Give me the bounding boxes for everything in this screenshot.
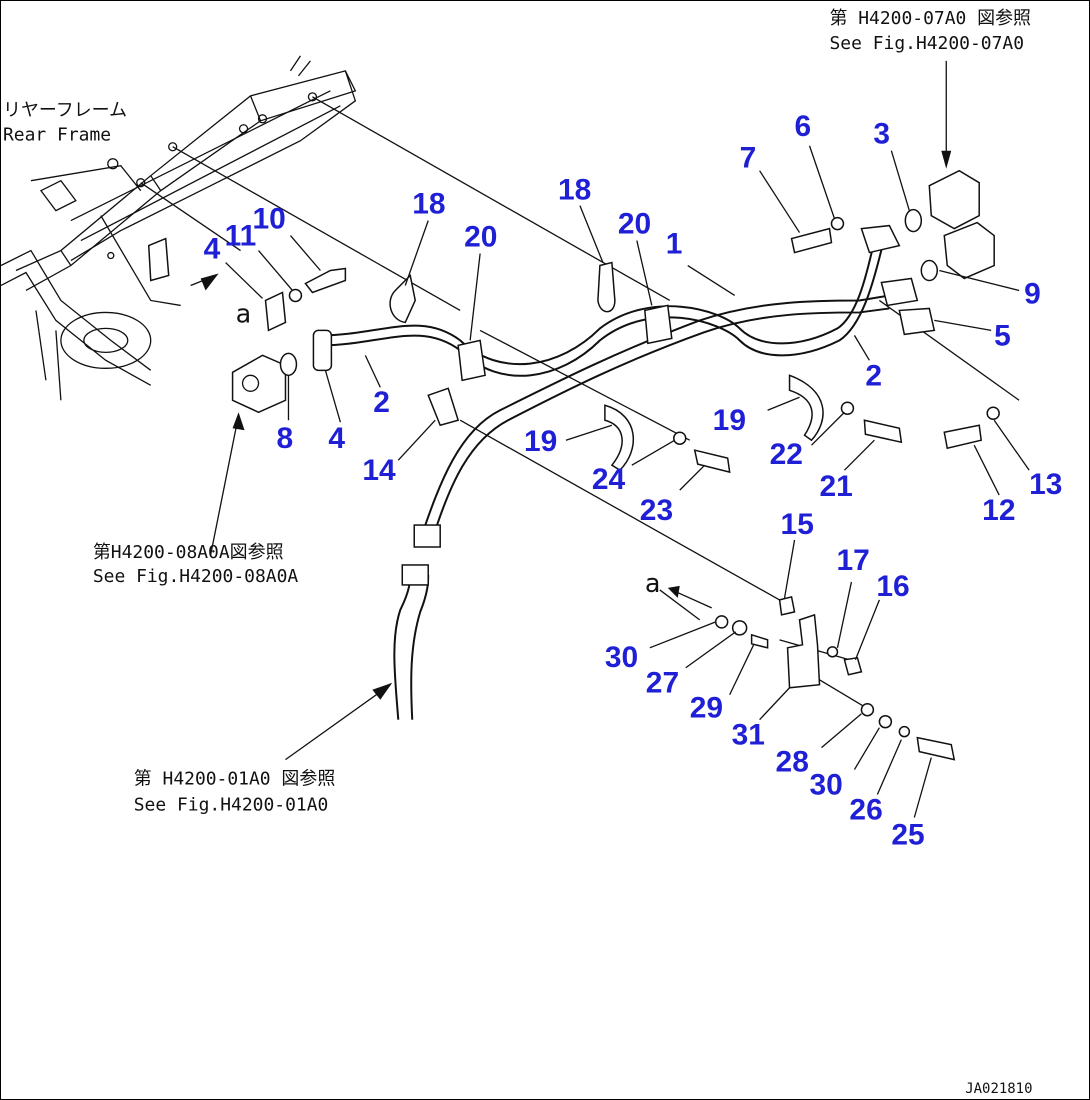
marker-a-left: a	[236, 299, 252, 329]
callout-10: 10	[253, 203, 286, 236]
callout-30: 30	[810, 769, 843, 802]
tube-flange-mid	[880, 277, 919, 307]
washer-24	[673, 431, 687, 445]
callout-30: 30	[605, 641, 638, 674]
callout-21: 21	[819, 470, 852, 503]
split-flange-5	[898, 307, 936, 336]
spacer-27	[731, 620, 748, 636]
ref-bottom-jp: 第 H4200-01A0 図参照	[134, 769, 336, 790]
callout-19: 19	[524, 425, 557, 458]
washer-17	[826, 646, 839, 658]
callout-31: 31	[732, 719, 765, 752]
washer-13	[986, 406, 1000, 420]
split-flange-half	[264, 291, 287, 332]
callout-20: 20	[618, 208, 651, 241]
callout-6: 6	[795, 110, 812, 143]
washer-6	[830, 216, 845, 231]
o-ring-3	[904, 208, 923, 233]
bolt-10	[304, 267, 347, 294]
bolt-7	[790, 227, 833, 254]
callout-29: 29	[690, 692, 723, 725]
callout-4: 4	[204, 233, 221, 266]
callout-5: 5	[994, 319, 1011, 352]
flange-block-top-2	[943, 221, 995, 280]
hose-fitting	[401, 564, 429, 586]
ref-top-right-jp: 第 H4200-07A0 図参照	[829, 8, 1031, 29]
bracket-31	[786, 613, 821, 689]
bracket-4	[147, 237, 170, 282]
callout-1: 1	[666, 228, 683, 261]
washer-30-left	[714, 615, 729, 629]
callouts: 1 2 2 3 4 4 5 6 7 8 9 10 11 12 13 14 15 …	[204, 110, 1063, 852]
clamp-18-right	[597, 261, 616, 313]
bolt-25	[916, 736, 956, 761]
o-ring-9	[920, 259, 939, 282]
spacer-20-right	[644, 304, 673, 345]
parts	[147, 169, 1000, 761]
washer-22	[840, 401, 855, 415]
callout-23: 23	[640, 494, 673, 527]
washer-11	[288, 288, 303, 303]
callout-leaders	[225, 145, 1030, 818]
callout-13: 13	[1029, 468, 1062, 501]
callout-8: 8	[276, 422, 293, 455]
tube-flange-lower	[413, 524, 441, 548]
collar-29	[750, 633, 769, 649]
callout-15: 15	[781, 508, 814, 541]
bolt-12	[943, 424, 983, 450]
bolt-21	[863, 419, 903, 444]
clamp-19-right	[788, 374, 824, 442]
plate-15	[778, 595, 796, 616]
nut-16	[843, 656, 863, 676]
spacer-20-left	[457, 339, 486, 382]
ref-mid-left-en: See Fig.H4200-08A0A	[93, 566, 299, 587]
clamp-14	[427, 387, 460, 427]
callout-3: 3	[873, 118, 890, 151]
callout-11: 11	[225, 220, 257, 253]
callout-12: 12	[982, 494, 1015, 527]
tube-2	[419, 294, 890, 541]
ref-mid-left-jp: 第H4200-08A0A図参照	[93, 542, 284, 563]
frame-label-jp: リヤーフレーム	[3, 100, 127, 121]
reference-arrows	[190, 60, 952, 761]
callout-26: 26	[849, 794, 882, 827]
washer-28	[860, 702, 875, 717]
flange-block-top	[928, 169, 980, 230]
callout-24: 24	[592, 463, 626, 496]
bolt-23	[693, 449, 731, 474]
drawing-code: JA021810	[965, 1081, 1032, 1097]
callout-22: 22	[770, 438, 803, 471]
washer-30-right	[878, 714, 893, 729]
callout-2: 2	[865, 359, 882, 392]
split-flange-4	[312, 329, 333, 372]
callout-17: 17	[836, 544, 869, 577]
callout-4: 4	[328, 422, 345, 455]
callout-18: 18	[412, 188, 445, 221]
ref-bottom-en: See Fig.H4200-01A0	[134, 795, 329, 816]
reference-labels: 第 H4200-07A0 図参照 See Fig.H4200-07A0 第H42…	[3, 8, 1033, 1097]
rear-frame	[1, 55, 357, 401]
frame-label-en: Rear Frame	[3, 125, 111, 146]
callout-28: 28	[776, 746, 809, 779]
callout-7: 7	[740, 142, 757, 175]
callout-16: 16	[876, 570, 909, 603]
callout-2: 2	[373, 386, 390, 419]
callout-19: 19	[713, 404, 746, 437]
tube-flange-top	[860, 224, 901, 254]
hose-lower	[393, 524, 441, 720]
callout-9: 9	[1024, 277, 1041, 310]
callout-18: 18	[558, 174, 591, 207]
washer-26	[898, 725, 911, 738]
callout-27: 27	[646, 667, 679, 700]
ref-top-right-en: See Fig.H4200-07A0	[829, 33, 1024, 54]
clamp-18-left	[389, 273, 417, 324]
callout-14: 14	[362, 454, 396, 487]
callout-25: 25	[891, 818, 924, 851]
clamp-19-left	[604, 404, 635, 472]
marker-a-right: a	[645, 569, 661, 599]
o-ring-8	[279, 352, 298, 377]
callout-20: 20	[464, 221, 497, 254]
